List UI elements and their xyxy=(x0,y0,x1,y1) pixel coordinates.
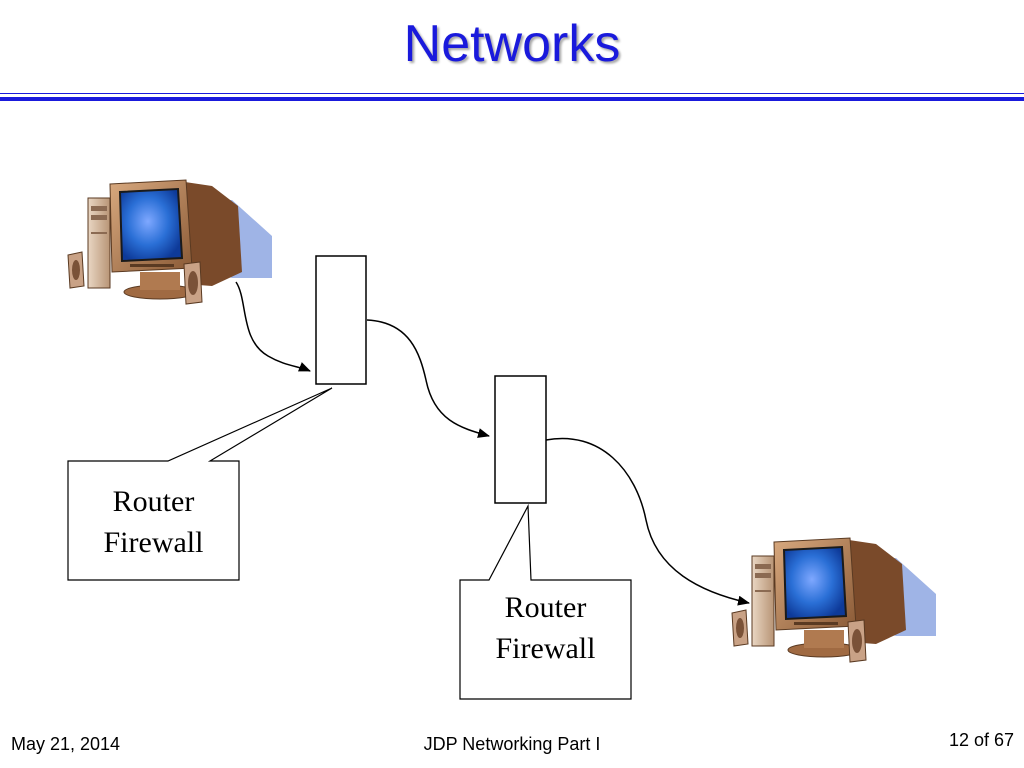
link-computer-to-router-1 xyxy=(235,281,311,372)
router-box-2 xyxy=(494,375,547,504)
callout-1-text: Router Firewall xyxy=(68,481,239,563)
footer-title: JDP Networking Part I xyxy=(423,734,601,754)
footer-page-number: 12 of 67 xyxy=(948,730,1014,750)
slide-title: Networks xyxy=(403,15,621,73)
callout-1-line-1: Router xyxy=(112,485,195,518)
computer-icon-bottom-right xyxy=(731,537,937,663)
link-router-1-to-router-2 xyxy=(366,319,490,438)
callout-2-box xyxy=(459,503,632,700)
link-router-2-to-computer xyxy=(545,437,750,606)
router-box-1 xyxy=(315,255,367,385)
callout-2-line-1: Router xyxy=(504,591,587,624)
callout-2-line-2: Firewall xyxy=(495,632,596,665)
title-rule-thick xyxy=(0,97,1024,101)
title-rule-thin xyxy=(0,93,1024,94)
callout-2-text: Router Firewall xyxy=(460,587,631,669)
footer-date: May 21, 2014 xyxy=(11,734,121,754)
callout-1-box xyxy=(67,387,333,581)
computer-icon-top-left xyxy=(67,179,273,305)
callout-1-line-2: Firewall xyxy=(103,526,204,559)
